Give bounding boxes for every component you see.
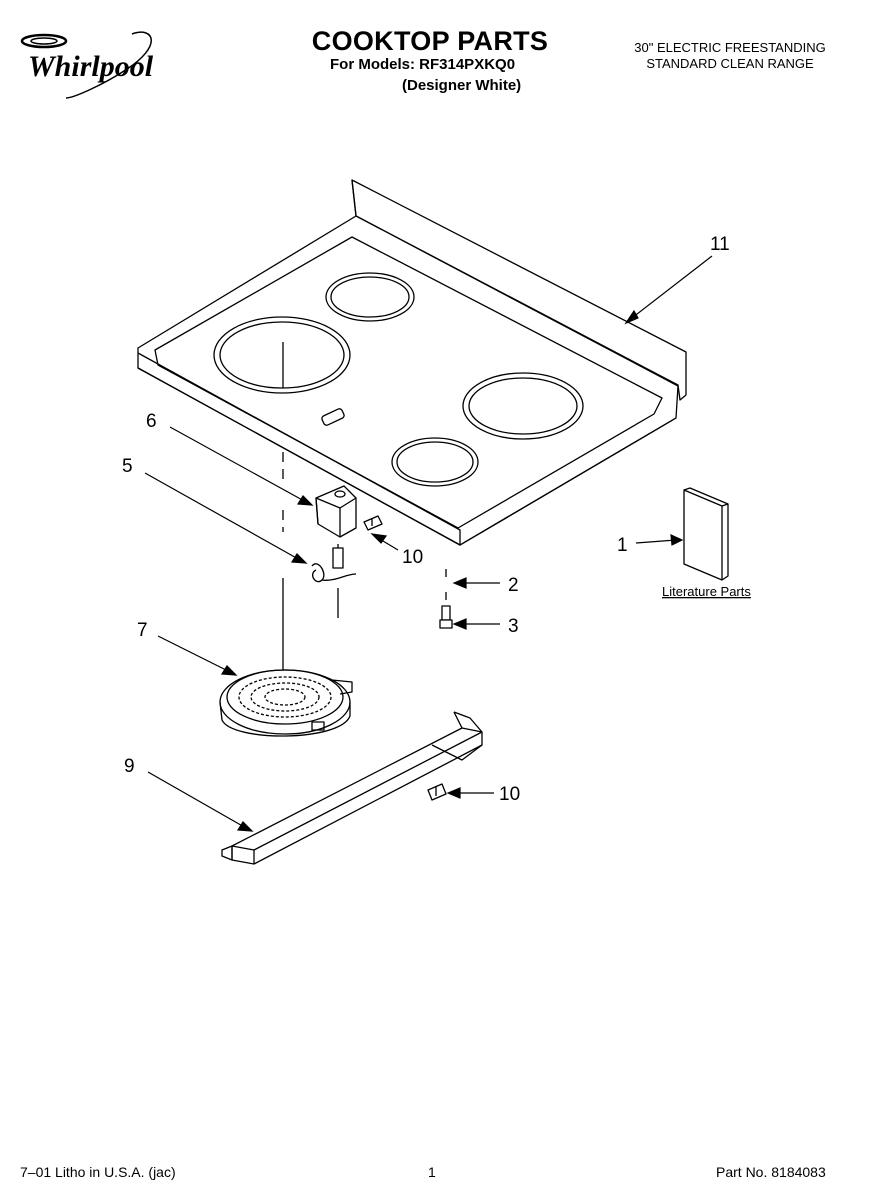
burner-left-rear — [325, 272, 415, 322]
page-title: COOKTOP PARTS — [311, 26, 549, 56]
model-number: For Models: RF314PXKQ0 — [330, 56, 516, 73]
callout-9: 9 — [124, 756, 135, 777]
screw-part-10-lower — [427, 783, 447, 801]
bracket-part-6 — [315, 485, 357, 538]
literature-parts-label: Literature Parts — [662, 584, 751, 599]
burner-left-front — [213, 316, 351, 394]
callout-10-lower: 10 — [499, 784, 520, 805]
footer-page-number: 1 — [428, 1164, 436, 1180]
callout-10-upper: 10 — [402, 547, 423, 568]
wire-terminal-part-5 — [311, 544, 357, 583]
footer-part-number: Part No. 8184083 — [716, 1164, 826, 1180]
range-description: 30" ELECTRIC FREESTANDING STANDARD CLEAN… — [610, 40, 850, 72]
literature-parts-part-1 — [683, 489, 723, 581]
range-description-line2: STANDARD CLEAN RANGE — [646, 56, 814, 71]
callout-6: 6 — [146, 411, 157, 432]
whirlpool-swirl-icon: Whirlpool — [20, 31, 154, 99]
cooktop-part-11 — [137, 179, 687, 546]
screw-part-10-upper — [363, 515, 383, 531]
burner-right-front — [391, 437, 479, 487]
burner-right-rear — [462, 372, 584, 440]
hot-surface-indicator — [321, 408, 345, 426]
range-description-line1: 30" ELECTRIC FREESTANDING — [634, 40, 826, 55]
footer-litho: 7–01 Litho in U.S.A. (jac) — [20, 1164, 176, 1180]
callout-5: 5 — [122, 456, 133, 477]
whirlpool-logo: Whirlpool — [14, 26, 174, 106]
surface-element-part-7 — [219, 669, 353, 737]
brand-wordmark: Whirlpool — [28, 50, 154, 83]
callout-1: 1 — [617, 535, 628, 556]
support-bar-part-9 — [221, 711, 483, 865]
callout-3: 3 — [508, 616, 519, 637]
callout-11: 11 — [710, 234, 730, 255]
callout-2: 2 — [508, 575, 519, 596]
screw-part-3 — [439, 605, 453, 629]
model-finish: (Designer White) — [402, 77, 522, 94]
callout-7: 7 — [137, 620, 148, 641]
